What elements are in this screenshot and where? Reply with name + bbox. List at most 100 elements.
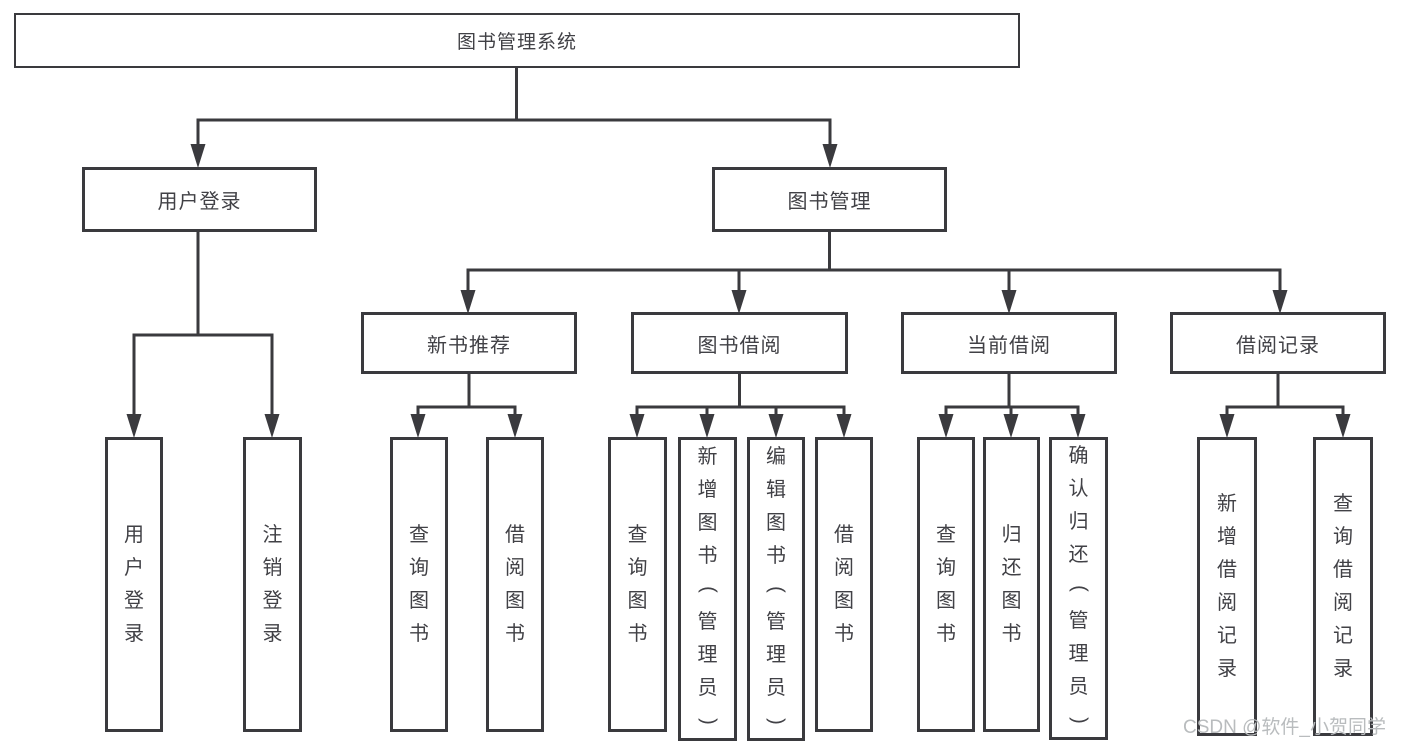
- node-leaf-query-borrow-record: 查询借阅记录: [1313, 437, 1373, 736]
- vertical-char: 查: [627, 523, 648, 546]
- vertical-char: 用: [124, 523, 144, 546]
- vertical-char: 借: [834, 523, 854, 546]
- vertical-char: 书: [834, 622, 854, 645]
- vertical-char: 归: [1068, 511, 1089, 533]
- vertical-char: 员: [1068, 676, 1089, 698]
- node-leaf-return-books: 归还图书: [983, 437, 1040, 732]
- vertical-char: 销: [262, 556, 283, 579]
- arrowhead: [731, 290, 747, 314]
- node-label: 查询图书: [628, 519, 648, 651]
- node-label: 编辑图书(管理员): [766, 441, 788, 738]
- vertical-char: 图: [409, 589, 429, 612]
- vertical-char: (: [697, 585, 719, 593]
- vertical-char: 录: [1217, 657, 1237, 680]
- node-book-borrow: 图书借阅: [631, 312, 848, 374]
- vertical-char: 确: [1068, 445, 1089, 467]
- vertical-char: 员: [766, 676, 786, 699]
- vertical-char: 新: [697, 445, 718, 468]
- vertical-char: 书: [1001, 622, 1022, 645]
- vertical-char: 询: [409, 556, 429, 579]
- vertical-char: 图: [627, 589, 648, 612]
- vertical-char: 理: [1068, 643, 1089, 665]
- vertical-char: 新: [1217, 492, 1237, 515]
- vertical-char: 理: [697, 643, 718, 666]
- node-user-login: 用户登录: [82, 167, 317, 232]
- arrowhead: [1070, 414, 1086, 438]
- node-current-borrow: 当前借阅: [901, 312, 1117, 374]
- vertical-char: (: [1068, 585, 1090, 592]
- vertical-char: 增: [697, 478, 718, 501]
- node-leaf-confirm-return-admin: 确认归还 ( 管理员): [1049, 437, 1108, 740]
- node-label: 确认归还 ( 管理员): [1068, 440, 1090, 737]
- vertical-char: 辑: [766, 478, 786, 501]
- node-label: 图书借阅: [697, 334, 782, 357]
- arrowhead: [410, 414, 426, 438]
- vertical-char: 还: [1001, 556, 1022, 579]
- vertical-char: ): [697, 717, 719, 725]
- vertical-char: 图: [936, 589, 956, 612]
- vertical-char: 借: [1217, 558, 1237, 581]
- node-label: 借阅记录: [1236, 334, 1320, 357]
- node-label: 新增借阅记录: [1217, 488, 1237, 686]
- node-leaf-query-books-newbook: 查询图书: [390, 437, 448, 732]
- arrowhead: [1001, 290, 1017, 314]
- arrowhead: [768, 414, 784, 438]
- vertical-char: 员: [697, 676, 718, 699]
- vertical-char: ): [1068, 717, 1090, 724]
- node-label: 查询图书: [409, 519, 429, 651]
- vertical-char: 图: [1001, 589, 1022, 612]
- node-label: 借阅图书: [834, 519, 854, 651]
- vertical-char: 书: [697, 544, 718, 567]
- vertical-char: 书: [766, 544, 786, 567]
- arrowhead: [1272, 290, 1288, 314]
- arrowheads: [126, 144, 1351, 438]
- vertical-char: 询: [936, 556, 956, 579]
- vertical-char: 管: [697, 610, 718, 633]
- connector-bookborrow-to-children: [635, 372, 846, 420]
- vertical-char: 录: [262, 622, 283, 645]
- arrowhead: [629, 414, 645, 438]
- vertical-char: 查: [936, 523, 956, 546]
- node-leaf-query-books-current: 查询图书: [917, 437, 975, 732]
- vertical-char: 图: [505, 589, 525, 612]
- node-label: 归还图书: [1002, 519, 1022, 651]
- node-label: 用户登录: [124, 519, 144, 651]
- node-label: 查询借阅记录: [1333, 488, 1353, 686]
- node-label: 用户登录: [157, 191, 242, 213]
- arrowhead: [264, 414, 280, 438]
- connector-currentborrow-to-children: [944, 372, 1080, 420]
- node-label: 新增图书 ( 管理员): [697, 441, 719, 738]
- vertical-char: 认: [1068, 478, 1089, 500]
- connector-userlogin-to-children: [132, 230, 274, 420]
- vertical-char: 登: [262, 589, 283, 612]
- vertical-char: 借: [505, 523, 525, 546]
- node-leaf-borrow-books: 借阅图书: [815, 437, 873, 732]
- vertical-char: 管: [766, 610, 786, 633]
- arrowhead: [1335, 414, 1351, 438]
- arrowhead: [507, 414, 523, 438]
- vertical-char: 录: [1333, 657, 1353, 680]
- node-borrow-records: 借阅记录: [1170, 312, 1386, 374]
- vertical-char: 查: [1333, 492, 1353, 515]
- vertical-char: 询: [627, 556, 648, 579]
- node-label: 图书管理系统: [456, 32, 577, 53]
- vertical-char: 图: [697, 511, 718, 534]
- arrowhead: [822, 144, 838, 168]
- vertical-char: 管: [1068, 610, 1089, 632]
- vertical-char: 书: [627, 622, 648, 645]
- vertical-char: 归: [1001, 523, 1022, 546]
- node-leaf-borrow-books-newbook: 借阅图书: [486, 437, 544, 732]
- vertical-char: 借: [1333, 558, 1353, 581]
- node-label: 注销登录: [263, 519, 283, 651]
- arrowhead: [1003, 414, 1019, 438]
- vertical-char: 户: [124, 556, 144, 579]
- vertical-char: 书: [409, 622, 429, 645]
- node-leaf-user-login: 用户登录: [105, 437, 163, 732]
- node-new-book-recommend: 新书推荐: [361, 312, 577, 374]
- vertical-char: 书: [936, 622, 956, 645]
- vertical-char: ): [765, 717, 788, 725]
- vertical-char: 还: [1068, 544, 1089, 566]
- node-leaf-edit-books-admin: 编辑图书(管理员): [747, 437, 805, 741]
- arrowhead: [460, 290, 476, 314]
